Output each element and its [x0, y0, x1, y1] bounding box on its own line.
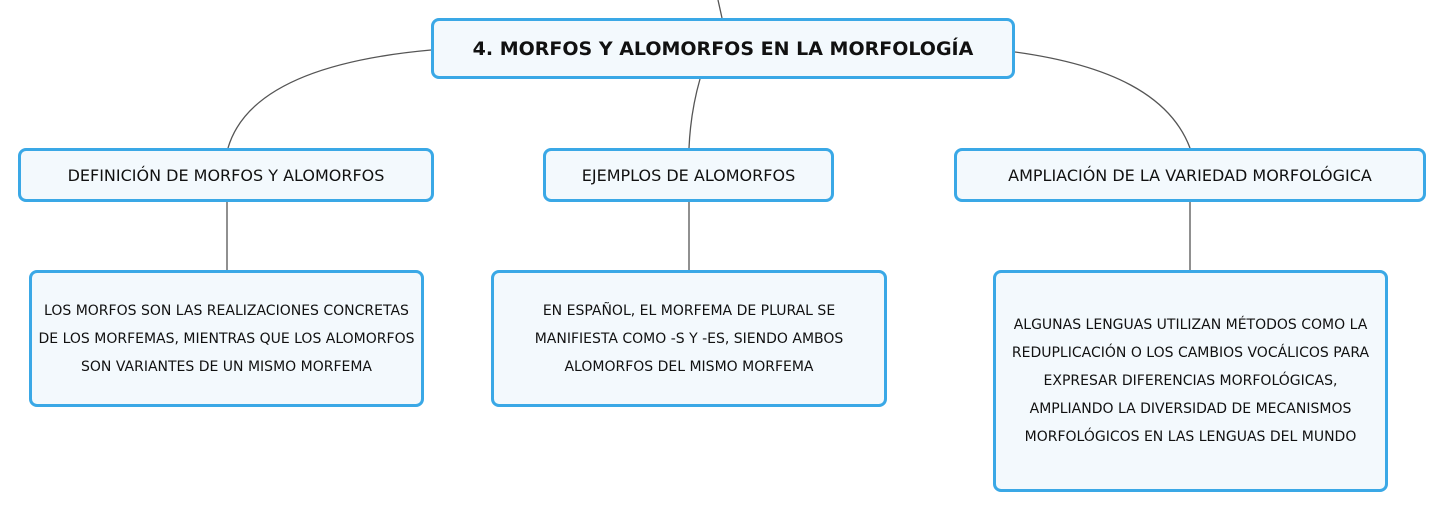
branch-node-ampliacion[interactable]: AMPLIACIÓN DE LA VARIEDAD MORFOLÓGICA [954, 148, 1426, 202]
connector-parent-to-root [717, 0, 723, 19]
root-topic-title: 4. MORFOS Y ALOMORFOS EN LA MORFOLOGÍA [472, 37, 974, 60]
branch-label-ejemplos: EJEMPLOS DE ALOMORFOS [581, 165, 796, 185]
detail-text-ejemplos: EN ESPAÑOL, EL MORFEMA DE PLURAL SE MANI… [534, 302, 844, 375]
detail-node-ejemplos[interactable]: EN ESPAÑOL, EL MORFEMA DE PLURAL SE MANI… [491, 270, 887, 407]
connector-root-to-ampliacion [1014, 51, 1191, 149]
connector-root-to-definicion [227, 49, 432, 149]
detail-text-ampliacion: ALGUNAS LENGUAS UTILIZAN MÉTODOS COMO LA… [1011, 317, 1370, 445]
detail-node-ampliacion[interactable]: ALGUNAS LENGUAS UTILIZAN MÉTODOS COMO LA… [993, 270, 1388, 492]
connector-root-to-ejemplos [688, 78, 701, 149]
detail-node-definicion[interactable]: LOS MORFOS SON LAS REALIZACIONES CONCRET… [29, 270, 424, 407]
branch-label-ampliacion: AMPLIACIÓN DE LA VARIEDAD MORFOLÓGICA [1008, 165, 1372, 185]
detail-text-definicion: LOS MORFOS SON LAS REALIZACIONES CONCRET… [38, 302, 415, 375]
branch-node-definicion[interactable]: DEFINICIÓN DE MORFOS Y ALOMORFOS [18, 148, 434, 202]
branch-label-definicion: DEFINICIÓN DE MORFOS Y ALOMORFOS [67, 165, 385, 185]
branch-node-ejemplos[interactable]: EJEMPLOS DE ALOMORFOS [543, 148, 834, 202]
root-topic-node[interactable]: 4. MORFOS Y ALOMORFOS EN LA MORFOLOGÍA [431, 18, 1015, 79]
